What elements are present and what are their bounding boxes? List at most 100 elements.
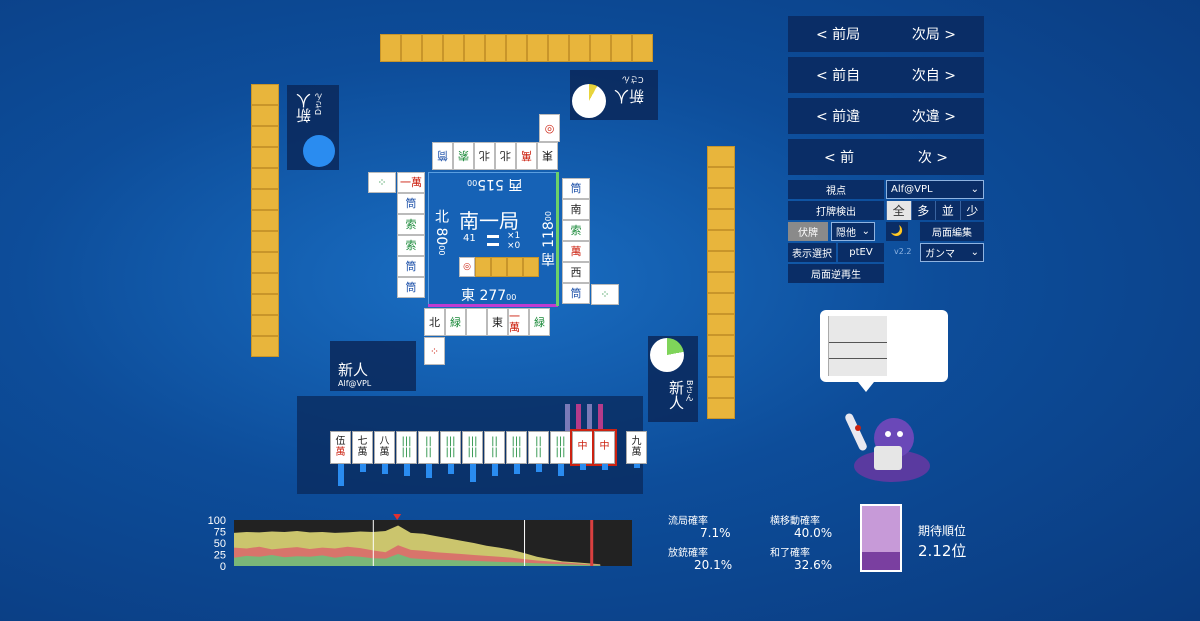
rank-bar-fill <box>862 506 900 553</box>
hand-tile[interactable]: 中 <box>592 429 617 466</box>
moon-icon[interactable]: 🌙 <box>886 222 908 241</box>
discard-tile <box>466 308 487 336</box>
discard-tile-label: 筒 <box>437 149 448 163</box>
wall-tile <box>251 231 279 252</box>
hand-bar <box>535 464 542 472</box>
edit-position-button[interactable]: 局面編集 <box>920 222 984 241</box>
seat-north-score: 北 80 <box>433 209 449 246</box>
hand-tile[interactable]: |||||| <box>506 431 527 464</box>
discard-tile-label: 北 <box>429 315 440 329</box>
hand-bar-top <box>598 404 603 432</box>
next-diff-button[interactable]: 次違 > <box>911 109 956 125</box>
riichi-stick-icon <box>487 243 499 246</box>
reverse-replay-button[interactable]: 局面逆再生 <box>788 264 884 283</box>
mascot-snake-icon <box>845 413 930 482</box>
seat-east: 東 27700 <box>461 285 516 305</box>
prev-diff-button[interactable]: < 前違 <box>816 109 861 125</box>
hand-tile-slot: 九萬 <box>626 431 647 486</box>
draw-label: 流局確率 <box>668 516 708 527</box>
prev-button[interactable]: < 前 <box>824 150 855 166</box>
discard-tile-label: 東 <box>542 149 553 163</box>
self-player-label: 新人 Alf@VPL <box>330 341 416 391</box>
hand-bar <box>491 464 498 476</box>
discards-top: 東萬北北索筒 <box>432 142 558 170</box>
discard-tile: 筒 <box>397 193 425 214</box>
left-player-label: 新人 Dさん <box>287 85 339 170</box>
discard-tile-label: 萬 <box>521 149 532 163</box>
discard-tile: 北 <box>474 142 495 170</box>
discard-tile: 西 <box>562 262 590 283</box>
hand-tile[interactable]: 八萬 <box>374 431 395 464</box>
hand-tile-slot: |||||| <box>550 431 571 486</box>
chevron-down-icon: ⌄ <box>970 184 979 195</box>
hand-bar <box>633 464 640 468</box>
move-value: 40.0% <box>794 526 833 540</box>
chart-cursor[interactable] <box>590 520 594 566</box>
chart-tick-label: 75 <box>214 527 226 539</box>
hidden-select[interactable]: 隠他⌄ <box>831 222 875 241</box>
detect-option-2[interactable]: 並 <box>935 201 960 220</box>
hidden-tiles-button[interactable]: 伏牌 <box>788 222 828 241</box>
model-select[interactable]: ガンマ⌄ <box>920 243 984 262</box>
wall-tile <box>251 126 279 147</box>
discard-tile: 索 <box>397 214 425 235</box>
wall-tile <box>251 336 279 357</box>
discard-tile: 筒 <box>562 178 590 199</box>
hand-bar <box>447 464 454 474</box>
hand-tile[interactable]: |||||| <box>462 431 483 464</box>
hand-tile[interactable]: |||||| <box>550 431 571 464</box>
detect-option-3[interactable]: 少 <box>959 201 984 220</box>
wall-tile <box>707 293 735 314</box>
wall-tile <box>251 315 279 336</box>
wall-tile <box>707 167 735 188</box>
next-self-button[interactable]: 次自 > <box>911 68 956 84</box>
prev-round-button[interactable]: < 前局 <box>816 27 861 43</box>
discard-tile-label: 西 <box>570 266 582 279</box>
top-player-sub: Cさん <box>622 75 644 84</box>
hand-bar <box>513 464 520 474</box>
discard-tile: 筒 <box>432 142 453 170</box>
hand-tile-top: ||| <box>467 436 478 447</box>
hand-tile-bottom: 萬 <box>631 446 642 458</box>
display-value[interactable]: ptEV <box>838 243 884 262</box>
detect-option-0[interactable]: 全 <box>886 201 911 220</box>
hand-tile[interactable]: 七萬 <box>352 431 373 464</box>
dealin-label: 放銃確率 <box>668 548 708 559</box>
hand-tile-bottom: 萬 <box>335 446 346 458</box>
discard-tile: 北 <box>495 142 516 170</box>
hand-tile[interactable]: 九萬 <box>626 431 647 464</box>
honba-count: ×1 <box>507 231 521 241</box>
hand-tile-top: ||| <box>555 436 566 447</box>
detect-option-1[interactable]: 多 <box>910 201 935 220</box>
hand-tile[interactable]: |||| <box>484 431 505 464</box>
hand-tile[interactable]: 伍萬 <box>330 431 351 464</box>
chart-tick-label: 50 <box>214 538 226 550</box>
chart-series-other <box>234 554 601 566</box>
viewpoint-value: Alf@VPL <box>891 184 933 195</box>
discard-tile-label: 南 <box>570 203 582 216</box>
hand-tile[interactable]: |||| <box>418 431 439 464</box>
wall-tile <box>707 272 735 293</box>
discard-tile: 索 <box>453 142 474 170</box>
next-round-button[interactable]: 次局 > <box>911 27 956 43</box>
viewpoint-select[interactable]: Alf@VPL ⌄ <box>886 180 984 199</box>
discard-tile-label: 一萬 <box>509 310 520 334</box>
detect-label: 打牌検出 <box>788 201 884 220</box>
hand-tile-bottom: ||| <box>445 446 456 458</box>
tiles-left: 41 <box>463 233 476 244</box>
next-button[interactable]: 次 > <box>917 150 948 166</box>
hand-bar <box>337 464 344 486</box>
bubble-graph-line <box>829 358 887 359</box>
hand-tile[interactable]: 中 <box>570 429 595 466</box>
discard-tile: 萬 <box>562 241 590 262</box>
wall-tile <box>485 34 506 62</box>
hand-tile-top: 中 <box>599 441 610 453</box>
wall-tile <box>251 147 279 168</box>
hand-tile[interactable]: |||||| <box>440 431 461 464</box>
hand-tile-bottom: || <box>535 446 542 458</box>
hand-tile[interactable]: |||||| <box>396 431 417 464</box>
hand-tile[interactable]: |||| <box>528 431 549 464</box>
hand-tile-top: 伍 <box>335 436 346 447</box>
seat-east-small: 00 <box>506 293 517 302</box>
prev-self-button[interactable]: < 前自 <box>816 68 861 84</box>
